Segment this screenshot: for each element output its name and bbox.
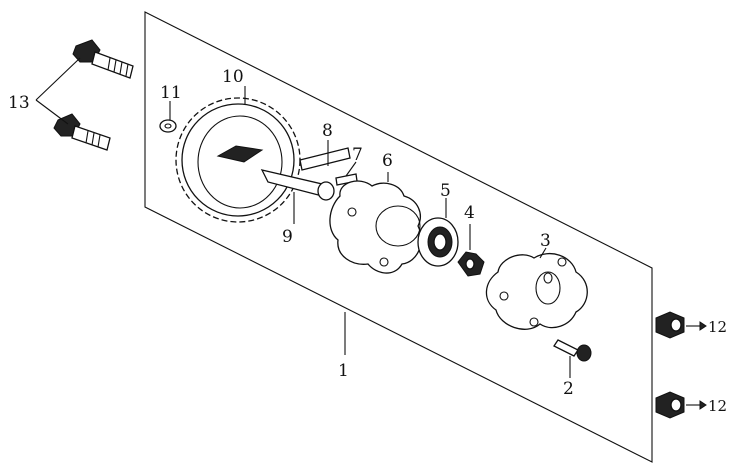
cover-screw: [553, 339, 592, 378]
callout-9: 9: [282, 227, 293, 247]
washer: [159, 101, 177, 133]
bolt-lower: [53, 113, 111, 151]
callout-8: 8: [322, 121, 333, 141]
outer-rotor: [417, 198, 459, 267]
callout-6: 6: [382, 151, 393, 171]
callout-4: 4: [464, 203, 475, 223]
pump-shaft: [260, 169, 335, 224]
bolt-upper: [72, 39, 134, 79]
pump-cover: [485, 247, 588, 330]
callout-7: 7: [352, 145, 363, 165]
callout-10: 10: [222, 67, 244, 87]
callout-12-upper: 12: [708, 318, 727, 336]
assembly-frame: [144, 11, 653, 463]
callout-13: 13: [8, 93, 30, 113]
nut-lower: [655, 391, 707, 419]
bolt-leader: [35, 57, 81, 125]
inner-rotor: [457, 224, 485, 277]
callout-2: 2: [563, 379, 574, 399]
callout-3: 3: [540, 231, 551, 251]
pump-body: [329, 172, 422, 274]
callout-11: 11: [160, 83, 182, 103]
callout-1: 1: [338, 361, 349, 381]
callout-5: 5: [440, 181, 451, 201]
driven-gear: [175, 86, 301, 223]
callout-12-lower: 12: [708, 397, 727, 415]
nut-upper: [655, 311, 707, 339]
shaft-pin: [299, 140, 351, 171]
